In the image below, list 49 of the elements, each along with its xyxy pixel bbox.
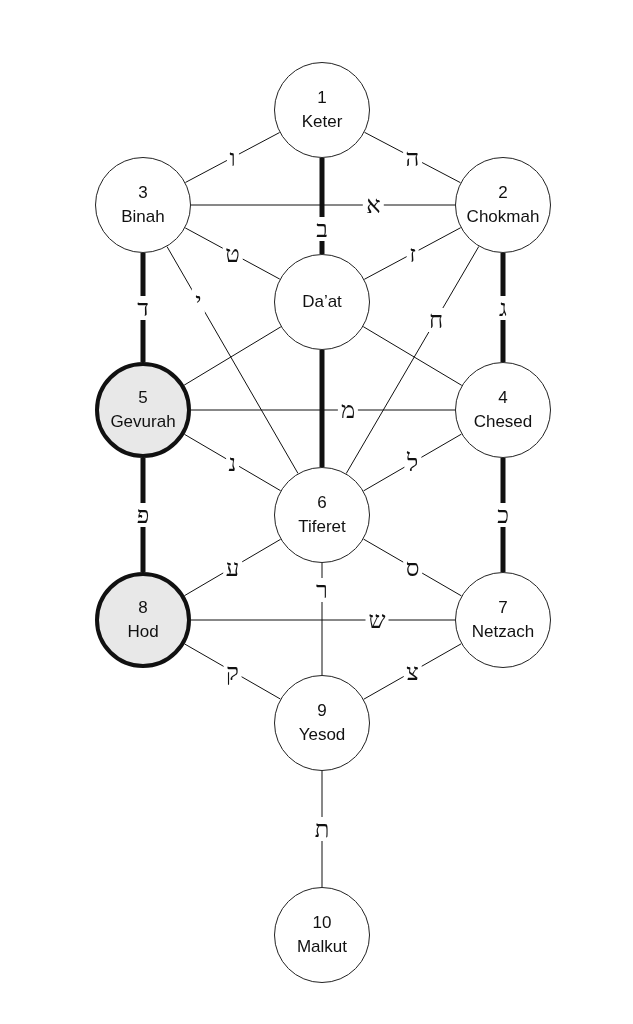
sephirah-number: 8 xyxy=(138,597,148,619)
sephirah-name: Yesod xyxy=(298,724,346,746)
sephirah-number: 7 xyxy=(498,597,508,619)
sephirah-name: Binah xyxy=(121,206,165,228)
sephirah-number: 2 xyxy=(498,182,508,204)
sephirah-name: Chokmah xyxy=(466,206,540,228)
sephirah-name: Gevurah xyxy=(110,411,176,433)
sephirah-number: 4 xyxy=(498,387,508,409)
connector-line xyxy=(140,253,146,362)
connector-line xyxy=(183,433,282,492)
sephirah-number: 6 xyxy=(317,492,327,514)
connector-line xyxy=(184,227,281,280)
connector-line xyxy=(184,643,281,700)
connector-line xyxy=(363,643,462,700)
sephirah-name: Hod xyxy=(127,621,159,643)
connector-line xyxy=(190,409,456,411)
connector-line xyxy=(183,326,282,386)
sephirah-circle xyxy=(274,467,370,563)
edge-label: י xyxy=(192,289,205,314)
sephirah-number: 3 xyxy=(138,182,148,204)
connector-line xyxy=(362,326,463,386)
connector-line xyxy=(345,245,480,475)
sephirah-name: Netzach xyxy=(471,621,535,643)
sephirah-name: Da’at xyxy=(302,291,342,313)
sephirah-name: Tiferet xyxy=(298,516,346,538)
connector-line xyxy=(321,770,323,888)
sephirah-number: 5 xyxy=(138,387,148,409)
sephirah-number: 9 xyxy=(317,700,327,722)
connector-line xyxy=(364,131,461,184)
connector-line xyxy=(319,158,325,254)
sephirah-name: Chesed xyxy=(473,411,533,433)
connector-line xyxy=(190,204,456,206)
connector-line xyxy=(363,433,462,492)
connector-line xyxy=(190,619,456,621)
connector-line xyxy=(319,350,325,467)
connector-line xyxy=(363,227,462,280)
sephirah-name: Keter xyxy=(301,111,343,133)
connector-line xyxy=(500,458,506,572)
sephirah-name: Malkut xyxy=(296,936,348,958)
connector-line xyxy=(184,132,281,183)
edge-label: ג xyxy=(496,295,510,320)
connector-line xyxy=(140,458,146,572)
sephirah-number: 1 xyxy=(317,87,327,109)
sephirah-number: 10 xyxy=(312,912,332,934)
connector-line xyxy=(166,246,299,474)
connector-line xyxy=(321,562,323,676)
connector-line xyxy=(363,538,462,597)
edge-label: ח xyxy=(425,307,447,332)
connector-line xyxy=(183,538,282,597)
